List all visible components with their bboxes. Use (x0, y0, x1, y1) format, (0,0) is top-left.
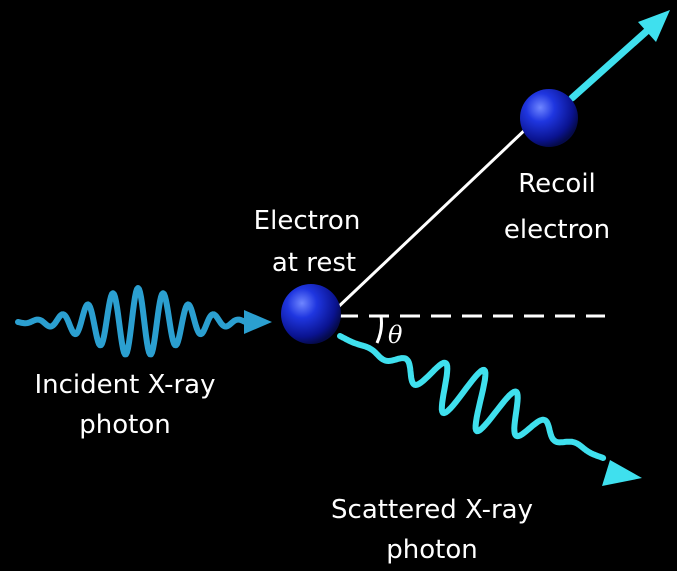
recoil-label-line2: electron (504, 215, 610, 245)
recoil-label-line1: Recoil (518, 169, 596, 199)
angle-arc (375, 315, 383, 344)
recoil-arrow-shaft (568, 26, 652, 102)
electron-label-line1: Electron (254, 206, 361, 236)
recoil-path-line (333, 125, 530, 312)
incident-photon-wave (15, 285, 267, 358)
incident-arrowhead (244, 310, 272, 334)
electron-label-line2: at rest (272, 248, 356, 278)
electron-at-rest (281, 284, 341, 344)
scattered-arrowhead (602, 460, 642, 486)
scattered-label-line1: Scattered X-ray (331, 495, 533, 525)
recoil-electron (520, 89, 578, 147)
scattered-label-line2: photon (386, 535, 477, 565)
scattered-photon-wave (337, 333, 607, 461)
incident-label-line1: Incident X-ray (34, 370, 215, 400)
recoil-arrowhead (638, 10, 670, 42)
angle-theta-label: θ (388, 321, 403, 349)
incident-label-line2: photon (79, 410, 170, 440)
